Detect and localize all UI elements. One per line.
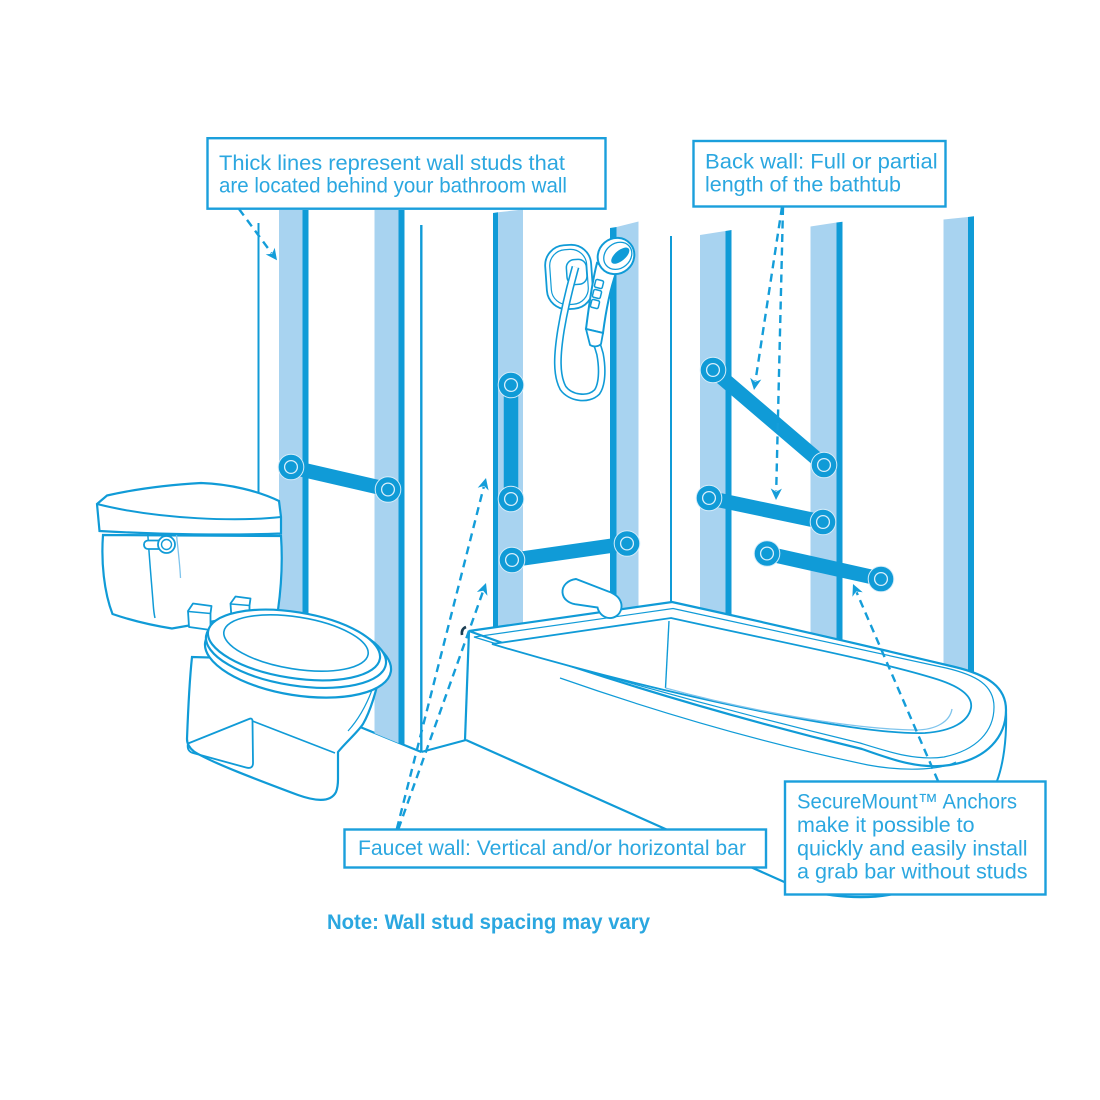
svg-text:quickly and easily install: quickly and easily install bbox=[797, 836, 1028, 860]
svg-text:Thick lines represent wall stu: Thick lines represent wall studs that bbox=[219, 151, 565, 175]
svg-text:a grab bar without studs: a grab bar without studs bbox=[797, 860, 1028, 884]
svg-text:are located behind your bathro: are located behind your bathroom wall bbox=[219, 174, 567, 198]
svg-text:SecureMount™ Anchors: SecureMount™ Anchors bbox=[797, 790, 1017, 814]
svg-text:make it possible to: make it possible to bbox=[797, 813, 975, 837]
svg-text:Note: Wall stud spacing may va: Note: Wall stud spacing may vary bbox=[327, 910, 650, 934]
svg-text:Back wall: Full or partial: Back wall: Full or partial bbox=[705, 150, 938, 174]
svg-text:length of the bathtub: length of the bathtub bbox=[705, 173, 901, 197]
svg-text:Faucet wall: Vertical and/or h: Faucet wall: Vertical and/or horizontal … bbox=[358, 836, 746, 860]
